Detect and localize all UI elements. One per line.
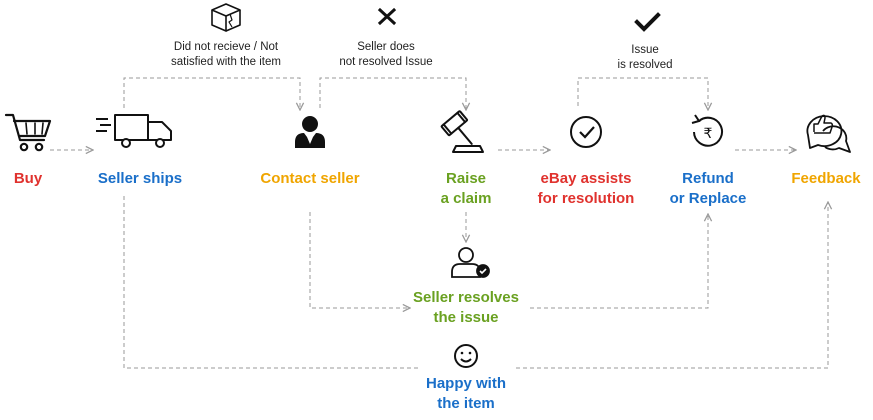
- rupee-refund-icon: ₹: [691, 114, 723, 147]
- check-circle-icon: [570, 116, 602, 148]
- node-ebay-assists-line1: eBay assists: [540, 170, 632, 187]
- node-refund-label: Refund or Replace: [654, 169, 762, 209]
- node-contact-seller-label: Contact seller: [245, 169, 375, 189]
- node-raise-claim-label: Raise a claim: [416, 169, 516, 209]
- node-buy-label: Buy: [0, 169, 56, 189]
- note-not-resolved: Seller does not resolved Issue: [326, 40, 446, 70]
- node-refund-line2: or Replace: [669, 190, 747, 207]
- connector-ebay-to-refund: [577, 77, 708, 110]
- smiley-icon: [454, 344, 478, 368]
- note-resolved: Issue is resolved: [595, 43, 695, 73]
- node-feedback-label: Feedback: [779, 169, 873, 189]
- connector-contact-to-claim: [319, 77, 466, 110]
- person-icon: [295, 116, 325, 148]
- connector-happy-to-feedback: [516, 202, 828, 369]
- gavel-icon: [440, 110, 484, 153]
- node-feedback-line1: Feedback: [791, 170, 861, 187]
- node-contact-seller-line1: Contact seller: [260, 170, 360, 187]
- note-not-received-line1: Did not recieve / Not: [173, 41, 279, 53]
- node-buy-line1: Buy: [13, 170, 43, 187]
- note-resolved-line1: Issue: [631, 44, 659, 56]
- node-seller-ships-label: Seller ships: [80, 169, 200, 189]
- node-seller-resolves-line1: Seller resolves: [413, 289, 519, 306]
- connector-resolves-to-refund: [530, 214, 708, 309]
- node-happy-label: Happy with the item: [406, 374, 526, 414]
- note-not-resolved-line1: Seller does: [357, 41, 415, 53]
- node-raise-claim-line2: a claim: [440, 190, 492, 207]
- node-seller-resolves-label: Seller resolves the issue: [396, 288, 536, 328]
- svg-text:₹: ₹: [704, 126, 713, 142]
- feedback-thumbs-up-icon: [806, 114, 851, 153]
- note-resolved-line2: is resolved: [617, 59, 673, 71]
- node-raise-claim-line1: Raise: [445, 170, 487, 187]
- connector-contact-to-resolves: [309, 212, 410, 308]
- node-happy-line2: the item: [437, 395, 495, 412]
- shopping-cart-icon: [4, 113, 52, 152]
- note-not-received-line2: satisfied with the item: [171, 56, 281, 68]
- connector-ships-to-happy: [123, 196, 420, 369]
- node-ebay-assists-label: eBay assists for resolution: [521, 169, 651, 209]
- note-not-received: Did not recieve / Not satisfied with the…: [146, 40, 306, 70]
- node-seller-resolves-line2: the issue: [433, 309, 499, 326]
- node-refund-line1: Refund: [682, 170, 734, 187]
- user-check-icon: [451, 247, 490, 278]
- connector-ships-to-contact: [123, 77, 300, 110]
- checkmark-icon: [634, 12, 661, 32]
- broken-package-icon: [211, 3, 241, 32]
- x-mark-icon: [377, 7, 397, 26]
- node-ebay-assists-line2: for resolution: [537, 190, 635, 207]
- node-seller-ships-line1: Seller ships: [97, 170, 183, 187]
- node-happy-line1: Happy with: [425, 375, 506, 392]
- note-not-resolved-line2: not resolved Issue: [339, 56, 433, 68]
- delivery-truck-icon: [96, 114, 172, 148]
